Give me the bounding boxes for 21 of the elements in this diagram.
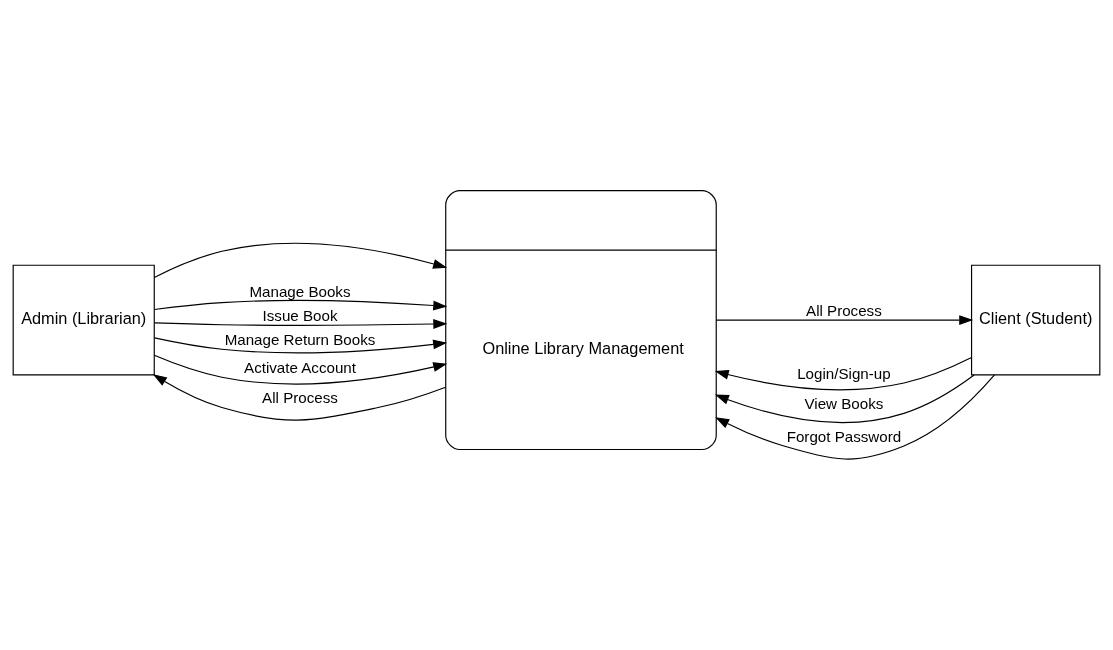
arrow xyxy=(153,242,448,278)
node-box: Client (Student) xyxy=(970,264,1101,376)
arrow xyxy=(153,354,448,385)
edge-label: Forgot Password xyxy=(786,427,902,445)
edge-label: Activate Account xyxy=(244,359,356,377)
arrow xyxy=(715,374,996,460)
arrow xyxy=(152,374,447,421)
edge-label: All Process xyxy=(262,389,338,407)
edge-label: All Process xyxy=(806,301,882,319)
edge-label: Issue Book xyxy=(262,306,338,324)
arrow xyxy=(153,299,448,311)
arrow xyxy=(714,356,973,391)
edge-label: View Books xyxy=(804,395,884,413)
edge-label: Manage Books xyxy=(249,283,351,301)
edge-label: Login/Sign-up xyxy=(797,364,891,382)
arrow xyxy=(153,337,448,354)
edge-label: Manage Return Books xyxy=(224,331,376,349)
arrow xyxy=(715,315,974,325)
node-box: Admin (Librarian) xyxy=(12,264,155,376)
arrow xyxy=(714,374,975,424)
arrow xyxy=(154,319,448,329)
